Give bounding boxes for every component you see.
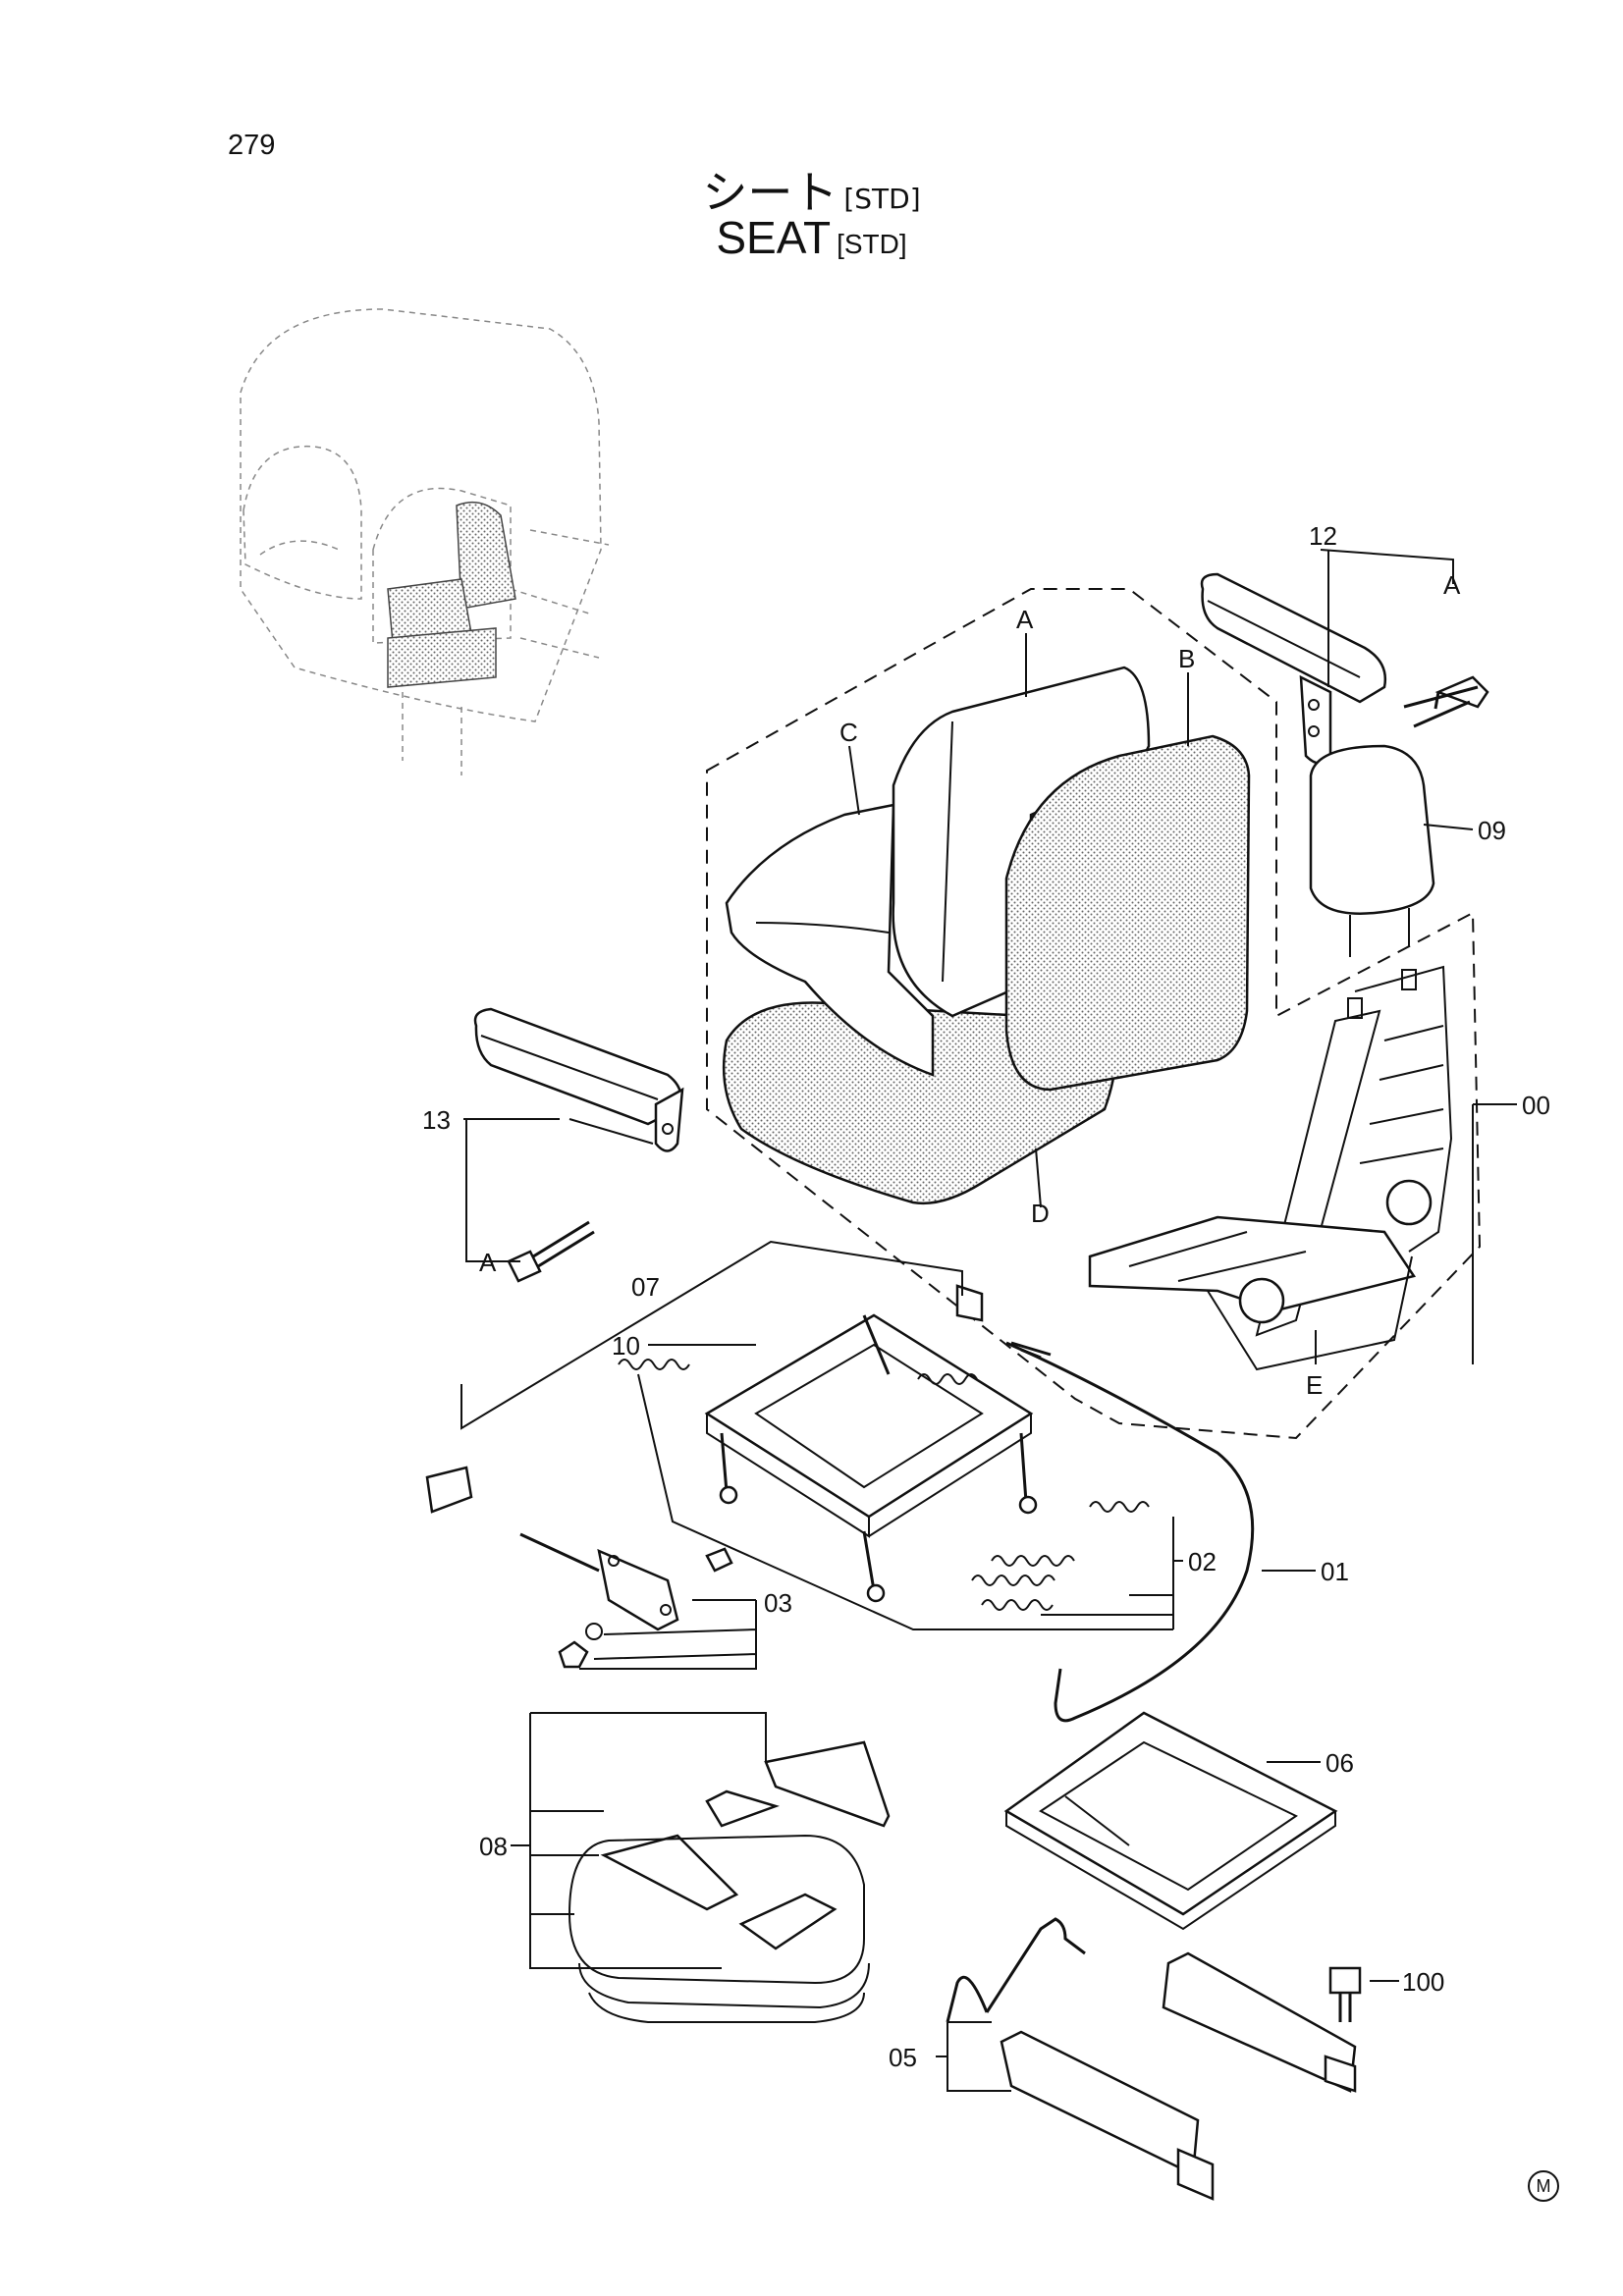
seat-back-panel-part-b [1004,734,1251,1092]
callout-05: 05 [889,2043,917,2072]
callout-02: 02 [1188,1547,1217,1576]
callout-10: 10 [612,1331,640,1361]
callout-100: 100 [1402,1967,1444,1997]
callout-d: D [1031,1199,1050,1228]
callout-b: B [1178,644,1195,673]
callout-08: 08 [479,1832,508,1861]
adjust-cable-01 [1005,1341,1255,1723]
corner-m-mark: M [1528,2170,1559,2202]
callout-07: 07 [631,1272,660,1302]
headrest-09 [1309,744,1435,957]
callout-a-left: A [479,1248,497,1277]
page-number: 279 [228,130,276,161]
callout-a-top: A [1016,605,1034,634]
callout-03: 03 [764,1588,792,1618]
title-en-text: SEAT [716,212,832,263]
title-ja-text: シート [702,166,839,219]
slide-rail-base-06 [1003,1711,1338,1931]
bolt-100 [1328,1966,1362,2022]
callout-labels: 12 A A B C 09 00 D 13 A E 07 10 02 01 03… [422,521,1550,2072]
title-english: SEAT[STD] [0,211,1623,264]
seat-cover-part-c [725,803,935,1077]
callout-e: E [1306,1370,1323,1400]
springs-02 [618,1359,1150,1611]
suspension-frame-10 [425,1284,1038,1603]
callout-09: 09 [1478,816,1506,845]
armrest-right-12 [1200,572,1489,765]
title-japanese: シート[STD] [0,157,1623,222]
mount-plates-08 [568,1740,891,2023]
slide-rails-05 [946,1917,1357,2201]
bolt-set-03 [519,1532,733,1669]
callout-00: 00 [1522,1091,1550,1120]
callout-06: 06 [1325,1748,1354,1778]
armrest-left-13 [473,1007,684,1283]
callout-13: 13 [422,1105,451,1135]
title-en-tag: [STD] [837,229,907,259]
callout-01: 01 [1321,1557,1349,1586]
cab-location-view [240,308,610,775]
seat-assembly-boundary [706,588,1482,1440]
leader-lines [460,549,1517,2092]
callout-12: 12 [1309,521,1337,551]
callout-c: C [839,718,858,747]
title-ja-tag: [STD] [843,183,921,215]
seat-frame-00 [1088,965,1453,1371]
callout-a-right: A [1443,570,1461,600]
